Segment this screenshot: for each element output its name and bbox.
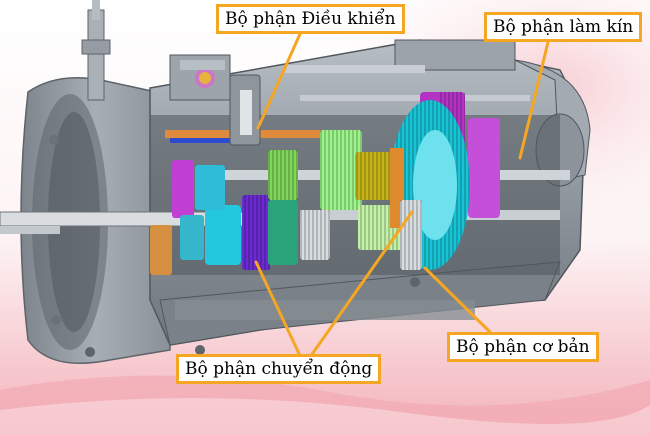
label-base-part: Bộ phận cơ bản bbox=[447, 332, 599, 362]
label-motion-part: Bộ phận chuyển động bbox=[176, 354, 382, 384]
control-linkage bbox=[180, 60, 261, 146]
gear-train bbox=[0, 92, 570, 275]
label-control-part: Bộ phận Điều khiển bbox=[216, 4, 405, 34]
label-seal-part: Bộ phận làm kín bbox=[484, 12, 643, 42]
